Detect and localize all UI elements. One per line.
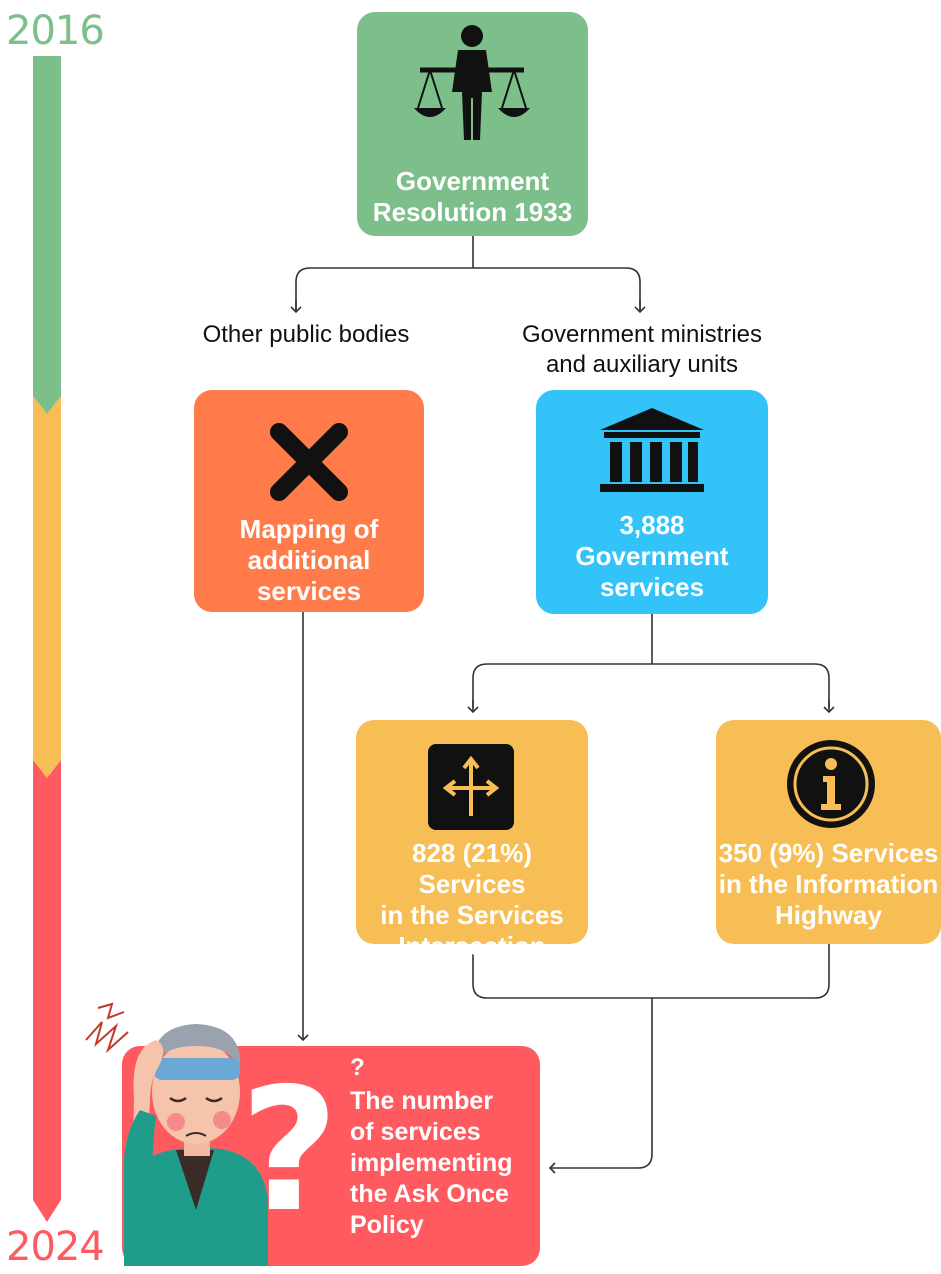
crossroads-arrows-icon [428, 744, 514, 830]
ask-once-label: The number of services implementing the … [350, 1087, 513, 1239]
ask-once-question: ? [350, 1054, 365, 1081]
start-year: 2016 [6, 8, 105, 54]
government-services-label: 3,888 Government services [575, 510, 729, 602]
information-highway-label: 350 (9%) Services in the Information Hig… [718, 838, 939, 930]
info-icon [787, 740, 875, 828]
government-building-icon [600, 408, 704, 492]
information-highway-box: 350 (9%) Services in the Information Hig… [716, 720, 941, 944]
resolution-label: Government Resolution 1933 [372, 166, 573, 227]
services-intersection-label: 828 (21%) Services in the Services Inter… [380, 838, 564, 961]
services-intersection-box: 828 (21%) Services in the Services Inter… [356, 720, 588, 961]
branch-label-ministries: Government ministries and auxiliary unit… [521, 321, 763, 378]
justice-scales-icon [414, 25, 530, 140]
mapping-label: Mapping of additional services has yet t… [210, 514, 408, 637]
resolution-box: Government Resolution 1933 [357, 12, 588, 236]
mapping-box: Mapping of additional services has yet t… [194, 390, 424, 637]
government-services-box: 3,888 Government services [536, 390, 768, 614]
x-mark-icon [270, 423, 348, 501]
branch-label-other: Other public bodies [202, 321, 410, 348]
end-year: 2024 [6, 1224, 105, 1270]
